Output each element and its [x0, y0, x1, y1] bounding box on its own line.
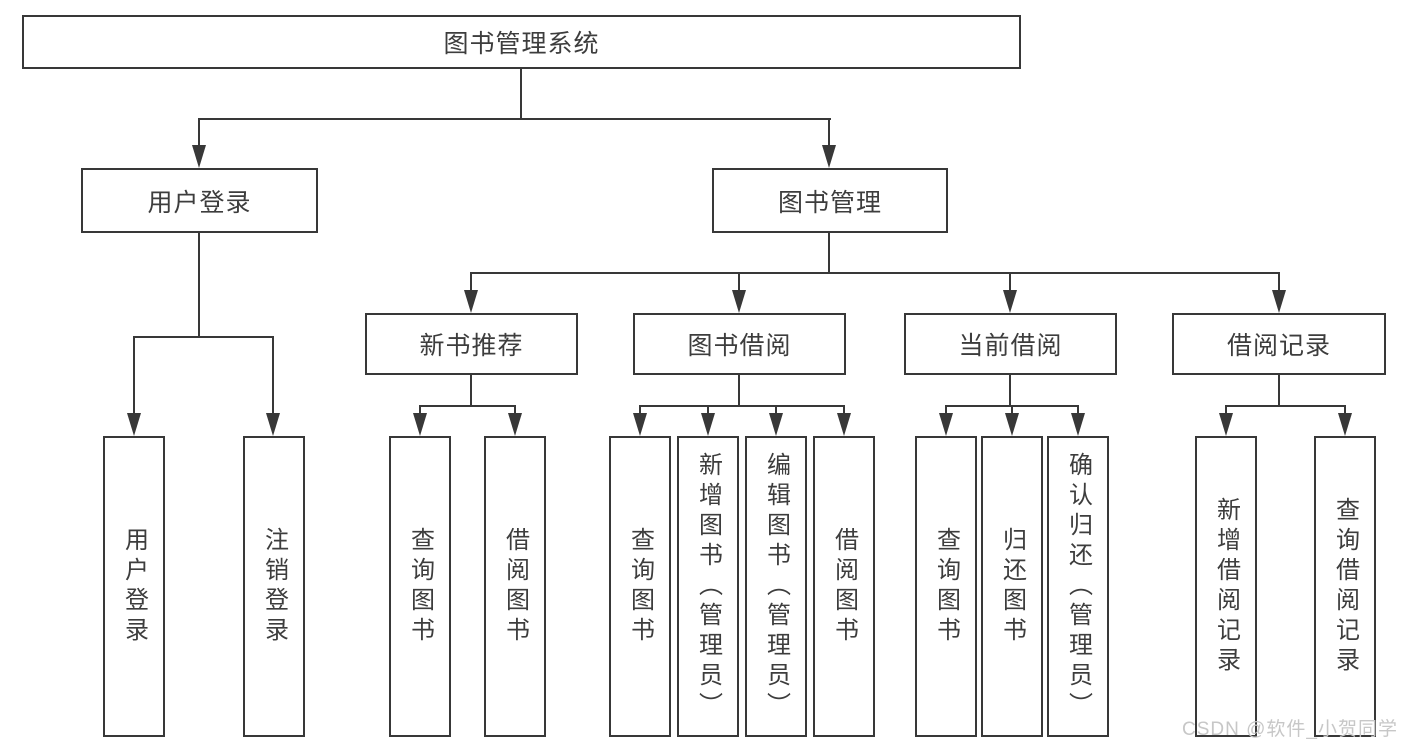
node-borrow-records-label: 借阅记录	[1226, 332, 1331, 360]
node-user-login: 用户登录	[81, 168, 318, 233]
arrowhead-book-mgmt	[822, 145, 836, 168]
arrowhead-borrow-book-rec	[508, 413, 522, 436]
leaf-edit-book-label: 编辑图书（管理员）	[762, 451, 790, 722]
leaf-query-book-current-label: 查询图书	[932, 526, 960, 647]
arrowhead-query-book-borrow	[633, 413, 647, 436]
arrowhead-leaf-user-login	[127, 413, 141, 436]
connector-borrow-records-rail	[1225, 405, 1346, 407]
connector-drop-query-book-rec	[419, 405, 421, 417]
node-book-borrow: 图书借阅	[633, 313, 846, 375]
csdn-watermark: CSDN @软件_小贺同学	[1182, 719, 1398, 740]
arrowhead-edit-book	[769, 413, 783, 436]
connector-drop-confirm-return	[1077, 405, 1079, 417]
connector-drop-borrow-records	[1278, 272, 1280, 292]
arrowhead-current-borrow	[1003, 290, 1017, 313]
arrowhead-confirm-return	[1071, 413, 1085, 436]
arrowhead-leaf-logout	[266, 413, 280, 436]
leaf-add-book-label: 新增图书（管理员）	[694, 451, 722, 722]
leaf-return-book: 归还图书	[981, 436, 1043, 737]
connector-new-book-rec-rail	[419, 405, 516, 407]
leaf-confirm-return-label: 确认归还（管理员）	[1064, 451, 1092, 722]
leaf-query-book-borrow: 查询图书	[609, 436, 671, 737]
connector-drop-leaf-logout	[272, 336, 274, 416]
leaf-edit-book: 编辑图书（管理员）	[745, 436, 807, 737]
arrowhead-new-book-rec	[464, 290, 478, 313]
leaf-query-book-rec-label: 查询图书	[406, 526, 434, 647]
node-new-book-rec-label: 新书推荐	[419, 332, 524, 360]
leaf-query-book-borrow-label: 查询图书	[626, 526, 654, 647]
leaf-logout: 注销登录	[243, 436, 305, 737]
connector-borrow-records-stem	[1278, 375, 1280, 407]
arrowhead-return-book	[1005, 413, 1019, 436]
connector-book-borrow-rail	[639, 405, 845, 407]
node-root-label: 图书管理系统	[443, 30, 600, 58]
leaf-user-login: 用户登录	[103, 436, 165, 737]
leaf-query-book-current: 查询图书	[915, 436, 977, 737]
node-book-mgmt-label: 图书管理	[777, 188, 882, 217]
connector-drop-borrow-book-rec	[514, 405, 516, 417]
connector-user-login-rail	[133, 336, 274, 338]
arrowhead-add-record	[1219, 413, 1233, 436]
leaf-query-record-label: 查询借阅记录	[1331, 496, 1359, 677]
leaf-borrow-book-borrow: 借阅图书	[813, 436, 875, 737]
connector-root-rail	[198, 118, 831, 120]
connector-drop-return-book	[1011, 405, 1013, 417]
leaf-query-book-rec: 查询图书	[389, 436, 451, 737]
connector-drop-query-book-current	[945, 405, 947, 417]
connector-drop-new-book-rec	[470, 272, 472, 292]
leaf-add-record: 新增借阅记录	[1195, 436, 1257, 737]
leaf-add-book: 新增图书（管理员）	[677, 436, 739, 737]
leaf-logout-label: 注销登录	[260, 526, 288, 647]
node-book-borrow-label: 图书借阅	[687, 332, 792, 360]
arrowhead-add-book	[701, 413, 715, 436]
leaf-query-record: 查询借阅记录	[1314, 436, 1376, 737]
leaf-return-book-label: 归还图书	[998, 526, 1026, 647]
arrowhead-query-book-current	[939, 413, 953, 436]
connector-drop-query-book-borrow	[639, 405, 641, 417]
arrowhead-borrow-book-borrow	[837, 413, 851, 436]
arrowhead-user-login	[192, 145, 206, 168]
connector-book-borrow-stem	[738, 375, 740, 405]
connector-root-stem	[520, 69, 522, 118]
connector-current-borrow-stem	[1009, 375, 1011, 405]
leaf-add-record-label: 新增借阅记录	[1212, 496, 1240, 677]
connector-drop-book-borrow	[738, 272, 740, 292]
arrowhead-book-borrow	[732, 290, 746, 313]
connector-drop-current-borrow	[1009, 272, 1011, 292]
connector-drop-borrow-book-borrow	[843, 405, 845, 417]
leaf-confirm-return: 确认归还（管理员）	[1047, 436, 1109, 737]
connector-user-login-stem	[198, 233, 200, 336]
connector-drop-add-record	[1225, 405, 1227, 417]
connector-drop-query-record	[1344, 405, 1346, 417]
leaf-user-login-label: 用户登录	[120, 526, 148, 647]
leaf-borrow-book-rec-label: 借阅图书	[501, 526, 529, 647]
arrowhead-query-book-rec	[413, 413, 427, 436]
connector-drop-leaf-user-login	[133, 336, 135, 416]
node-book-mgmt: 图书管理	[712, 168, 948, 233]
node-user-login-label: 用户登录	[147, 188, 252, 217]
connector-book-mgmt-rail	[470, 272, 1280, 274]
node-current-borrow: 当前借阅	[904, 313, 1117, 375]
connector-drop-book-mgmt	[828, 118, 830, 148]
connector-drop-add-book	[707, 405, 709, 417]
node-root: 图书管理系统	[22, 15, 1021, 69]
leaf-borrow-book-borrow-label: 借阅图书	[830, 526, 858, 647]
node-current-borrow-label: 当前借阅	[958, 332, 1063, 360]
node-new-book-rec: 新书推荐	[365, 313, 578, 375]
connector-book-mgmt-stem	[828, 233, 830, 272]
connector-drop-user-login	[198, 118, 200, 148]
arrowhead-query-record	[1338, 413, 1352, 436]
connector-new-book-rec-stem	[470, 375, 472, 405]
connector-drop-edit-book	[775, 405, 777, 417]
leaf-borrow-book-rec: 借阅图书	[484, 436, 546, 737]
arrowhead-borrow-records	[1272, 290, 1286, 313]
node-borrow-records: 借阅记录	[1172, 313, 1386, 375]
